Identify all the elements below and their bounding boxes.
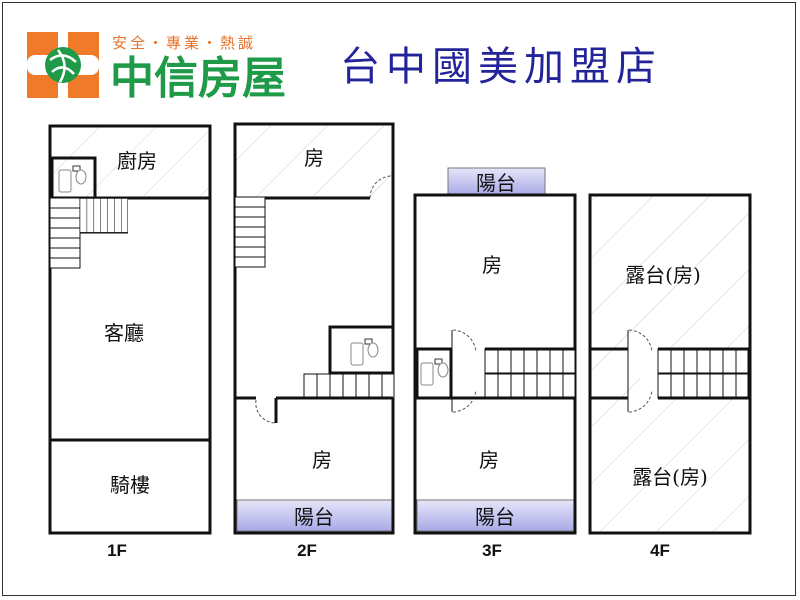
room-label: 露台(房) bbox=[625, 263, 701, 287]
staircase bbox=[303, 373, 395, 399]
room-label: 房 bbox=[304, 146, 324, 170]
balcony-label: 陽台 bbox=[294, 505, 334, 529]
floor-4f: 露台(房) 露台(房) 4F bbox=[588, 193, 752, 560]
staircase bbox=[657, 373, 749, 399]
staircase bbox=[657, 348, 749, 374]
balcony-label: 陽台 bbox=[476, 171, 516, 195]
staircase bbox=[484, 373, 576, 399]
bathroom-fixtures-icon bbox=[420, 358, 449, 386]
globe-icon bbox=[45, 47, 81, 83]
staircase bbox=[484, 348, 576, 374]
floor-label: 1F bbox=[107, 541, 127, 560]
staircase bbox=[234, 196, 266, 268]
room-label: 房 bbox=[312, 448, 332, 472]
room-label: 騎樓 bbox=[110, 473, 150, 497]
room-label: 房 bbox=[479, 448, 499, 472]
room-label: 客廳 bbox=[104, 321, 144, 345]
floor-label: 3F bbox=[482, 541, 502, 560]
store-title: 台中國美加盟店 bbox=[340, 44, 662, 90]
room-label: 露台(房) bbox=[632, 465, 708, 489]
floor-3f: 陽台 房 房 陽台 3F bbox=[413, 167, 577, 560]
staircase bbox=[49, 197, 81, 269]
floor-label: 2F bbox=[297, 541, 317, 560]
room-label: 廚房 bbox=[117, 149, 157, 173]
floor-label: 4F bbox=[650, 541, 670, 560]
room-label: 房 bbox=[482, 253, 502, 277]
floor-2f: 房 房 陽台 2F bbox=[233, 122, 395, 560]
logo-brand: 中信房屋 bbox=[110, 53, 286, 104]
bathroom-fixtures-icon bbox=[350, 338, 379, 366]
balcony-label: 陽台 bbox=[475, 505, 515, 529]
floor-1f: 廚房 客廳 騎樓 1F bbox=[48, 124, 212, 560]
company-logo: 安全・專業・熱誠 中信房屋 bbox=[27, 32, 286, 104]
logo-slogan: 安全・專業・熱誠 bbox=[112, 34, 256, 52]
